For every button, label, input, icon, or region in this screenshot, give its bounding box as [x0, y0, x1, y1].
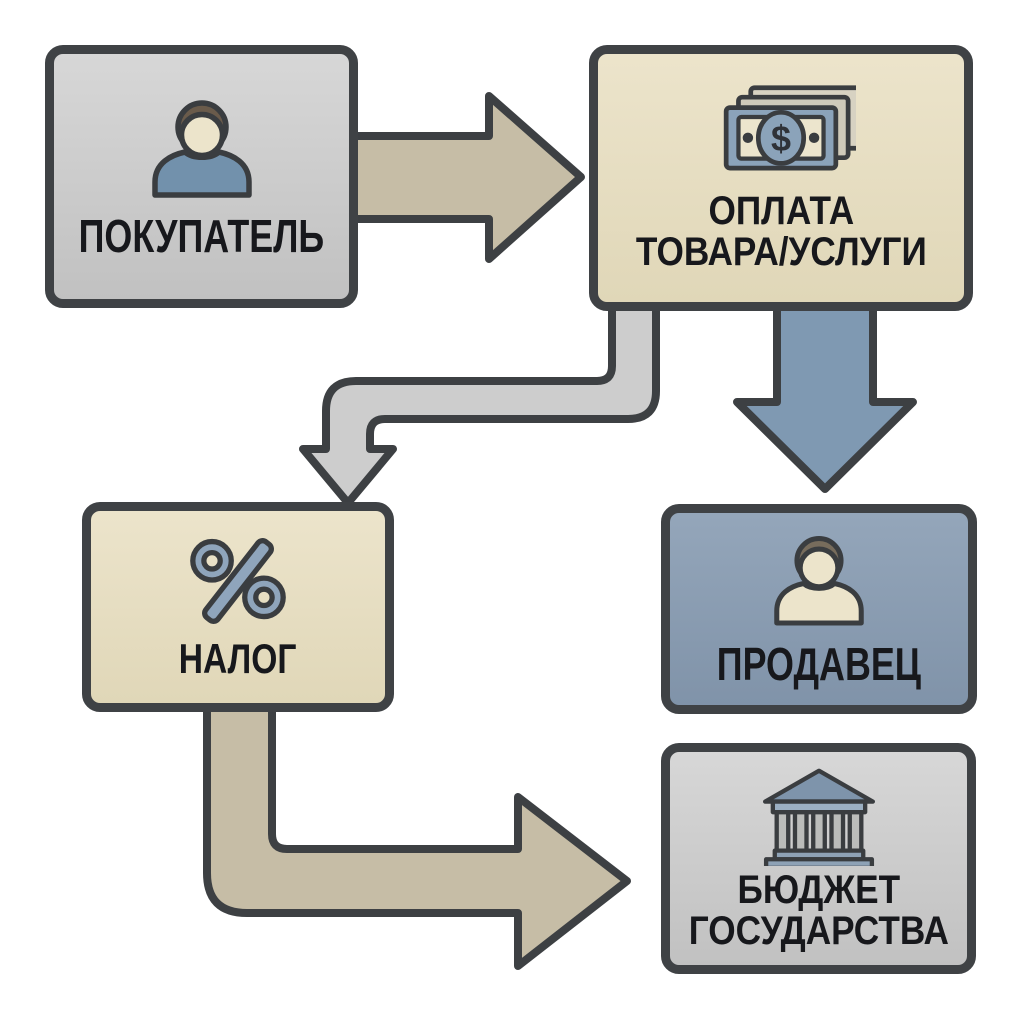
node-tax: НАЛОГ — [82, 502, 394, 712]
node-payment-label-line2: ТОВАРА/УСЛУГИ — [635, 230, 927, 274]
node-buyer: ПОКУПАТЕЛЬ — [45, 45, 358, 308]
node-budget-label-line1: БЮДЖЕТ — [737, 867, 900, 912]
person-icon — [774, 536, 864, 626]
arrow-tax-to-budget — [203, 700, 631, 970]
arrow-buyer-to-payment — [348, 92, 585, 263]
money-bills-icon: $ — [723, 85, 856, 171]
node-budget: БЮДЖЕТ ГОСУДАРСТВА — [661, 743, 976, 974]
node-budget-label: БЮДЖЕТ ГОСУДАРСТВА — [688, 867, 949, 953]
node-budget-label-line2: ГОСУДАРСТВА — [688, 908, 949, 953]
percent-icon — [190, 538, 286, 624]
node-payment-label-line1: ОПЛАТА — [708, 189, 854, 233]
arrow-payment-to-seller — [733, 298, 917, 493]
node-seller-label: ПРОДАВЕЦ — [716, 638, 922, 690]
bank-icon — [762, 768, 875, 866]
node-payment-label: ОПЛАТА ТОВАРА/УСЛУГИ — [636, 191, 927, 273]
node-buyer-label: ПОКУПАТЕЛЬ — [78, 209, 325, 262]
person-icon — [151, 99, 252, 198]
node-payment: $ ОПЛАТА ТОВАРА/УСЛУГИ — [589, 45, 973, 311]
dollar-symbol: $ — [771, 118, 791, 159]
node-tax-label: НАЛОГ — [179, 635, 297, 682]
node-seller: ПРОДАВЕЦ — [661, 504, 977, 714]
arrow-payment-to-tax — [299, 298, 660, 507]
